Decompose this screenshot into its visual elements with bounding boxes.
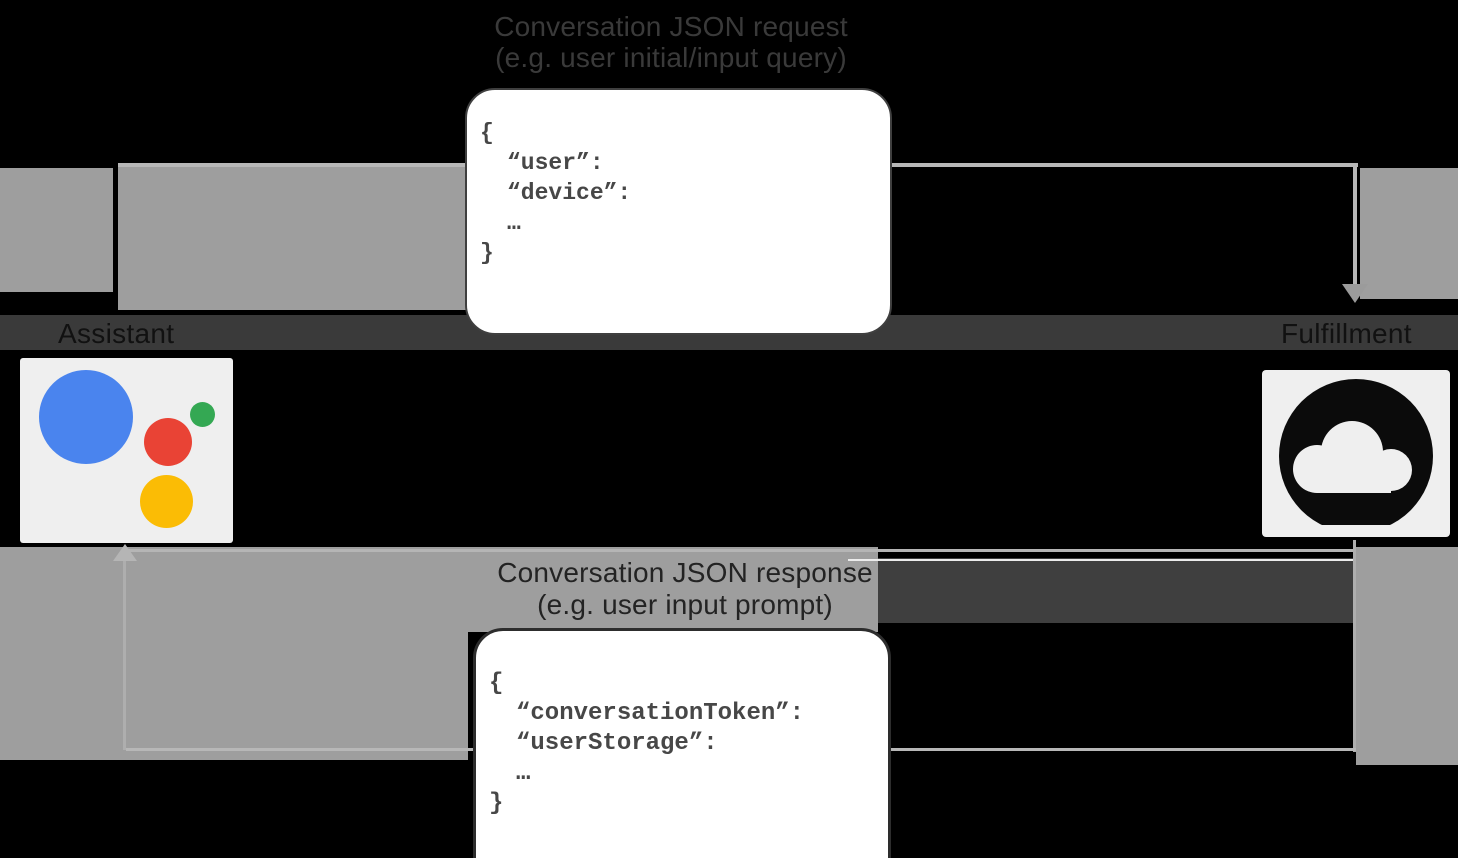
response-title-line2: (e.g. user input prompt) xyxy=(537,589,833,620)
gray-band-bottom-right xyxy=(1356,547,1458,765)
artifact-white-line xyxy=(848,559,1356,561)
code-line: … xyxy=(507,210,521,236)
assistant-label: Assistant xyxy=(58,318,175,349)
code-line: … xyxy=(516,760,531,787)
fulfillment-label: Fulfillment xyxy=(1281,318,1412,349)
response-arrowhead-icon xyxy=(113,544,137,561)
cloud-base xyxy=(1317,465,1391,493)
gray-band-top-right xyxy=(1360,168,1458,299)
code-line: “user”: xyxy=(507,150,604,176)
code-line: { xyxy=(480,120,494,146)
request-title-line2: (e.g. user initial/input query) xyxy=(495,42,847,73)
gray-band-top-left xyxy=(0,168,113,292)
assistant-yellow-circle xyxy=(140,475,193,528)
request-json-box: { “user”: “device”: … } xyxy=(465,88,892,335)
response-title-line1: Conversation JSON response xyxy=(497,557,873,588)
gray-band-bottom-left xyxy=(0,547,468,760)
code-line: } xyxy=(489,790,504,817)
response-json-box: { “conversationToken”: “userStorage”: … … xyxy=(473,628,891,858)
fulfillment-tile xyxy=(1262,370,1450,537)
cloud-icon xyxy=(1262,370,1450,537)
request-arrowhead-icon xyxy=(1342,284,1368,303)
assistant-green-circle xyxy=(190,402,215,427)
assistant-tile xyxy=(20,358,233,543)
response-arrow-shaft-vertical-left xyxy=(123,560,126,750)
response-arrow-shaft-vertical-right xyxy=(1353,540,1356,752)
code-line: “device”: xyxy=(507,180,632,206)
code-line: “conversationToken”: xyxy=(516,700,805,727)
request-title-line1: Conversation JSON request xyxy=(494,11,848,42)
request-arrow-shaft-vertical xyxy=(1353,163,1357,285)
code-line: } xyxy=(480,240,494,266)
gray-band-bottom-mid xyxy=(468,547,878,632)
assistant-blue-circle xyxy=(39,370,133,464)
band-edge-highlight xyxy=(128,549,1356,552)
assistant-red-circle xyxy=(144,418,192,466)
code-line: { xyxy=(489,670,504,697)
google-assistant-icon xyxy=(20,358,233,543)
code-line: “userStorage”: xyxy=(516,730,718,757)
cloud-bottom-cut xyxy=(1272,525,1440,537)
